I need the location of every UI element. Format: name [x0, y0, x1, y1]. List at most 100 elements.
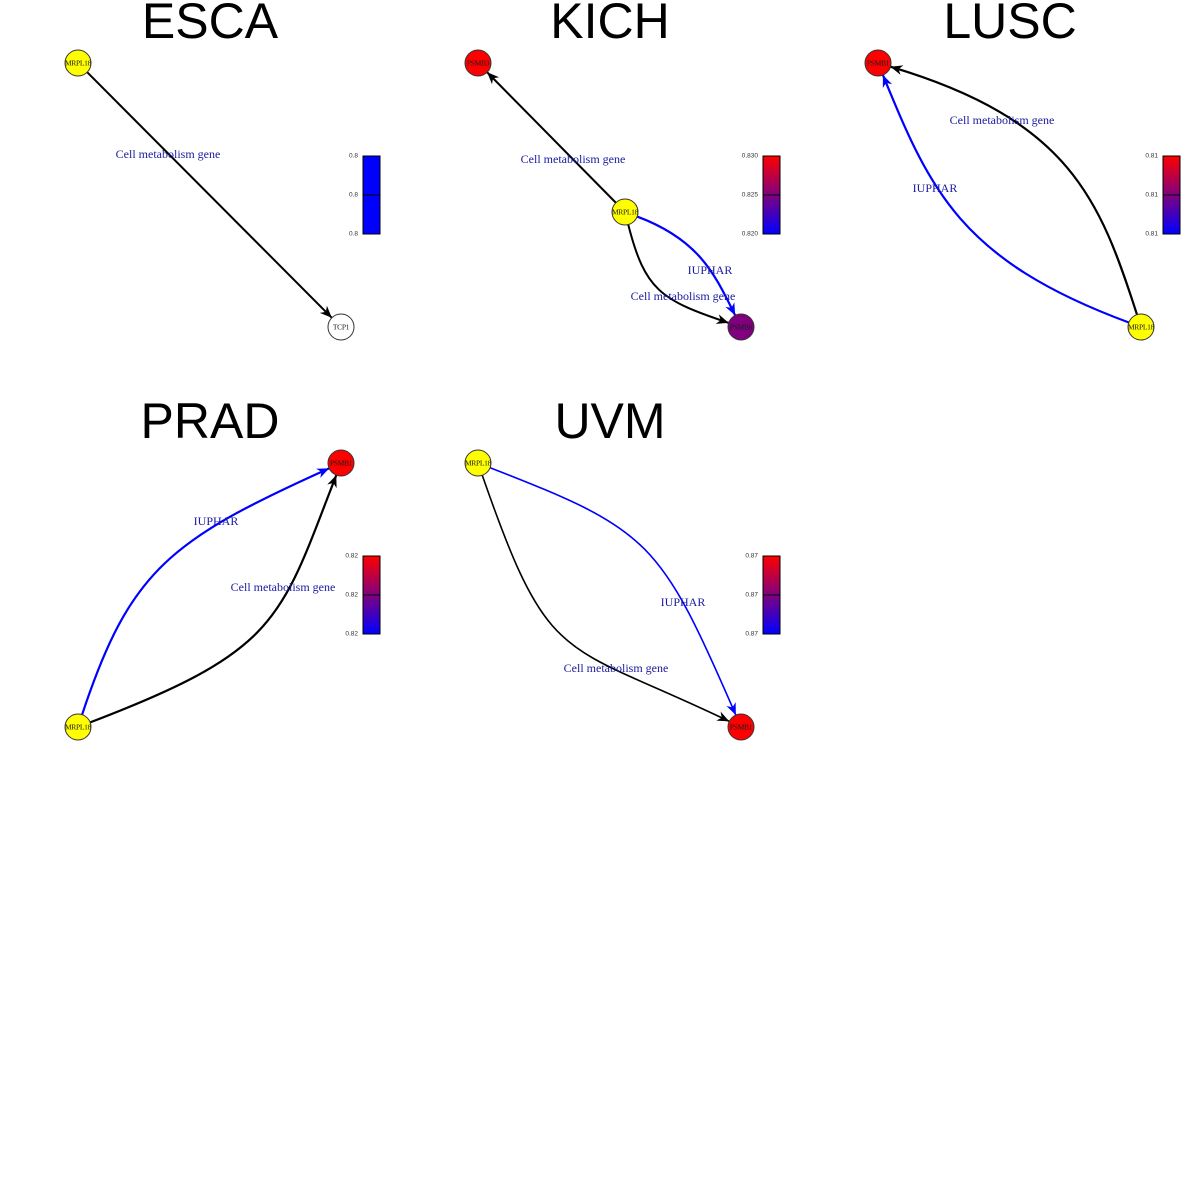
colorbar-tick-label: 0.8 — [349, 153, 358, 160]
arrowhead-icon — [725, 302, 736, 316]
edge-line — [86, 71, 333, 319]
panel-title: LUSC — [943, 0, 1076, 49]
node[interactable]: TCP1 — [327, 313, 355, 341]
panel-lusc: LUSC — [943, 0, 1076, 49]
node-label: PSMB3 — [467, 59, 490, 68]
edge-label: Cell metabolism gene — [231, 580, 336, 594]
colorbar-tick-label: 0.82 — [345, 592, 358, 599]
edge — [481, 475, 730, 723]
panel-esca: ESCA — [142, 0, 279, 49]
colorbars-layer: 0.8 0.8 0.8 0.830 0.825 0.820 0.81 0.81 0.81 0.82… — [345, 153, 1181, 638]
node-circle[interactable] — [464, 449, 492, 477]
colorbar-tick-label: 0.830 — [742, 153, 759, 160]
edge-label: IUPHAR — [194, 514, 239, 528]
arrowhead-icon — [890, 65, 904, 75]
arrowhead-icon — [327, 475, 337, 489]
node-circle[interactable] — [64, 713, 92, 741]
colorbar-tick-label: 0.8 — [349, 231, 358, 238]
edge-line — [81, 467, 330, 716]
node[interactable]: MRPL18 — [64, 713, 92, 741]
node-label: PSMB1 — [867, 59, 890, 68]
edge-line — [489, 466, 737, 716]
arrowhead-icon — [316, 468, 330, 478]
arrowhead-icon — [487, 72, 500, 85]
panel-uvm: UVM — [554, 393, 665, 449]
edge-label: Cell metabolism gene — [950, 113, 1055, 127]
colorbar-tick-label: 0.81 — [1145, 192, 1158, 199]
node-circle[interactable] — [1127, 313, 1155, 341]
arrowhead-icon — [319, 305, 332, 318]
colorbar-legend: 0.8 0.8 0.8 — [349, 153, 381, 238]
node-circle[interactable] — [464, 49, 492, 77]
edge-label: IUPHAR — [688, 263, 733, 277]
arrowhead-icon — [726, 702, 736, 716]
node-circle[interactable] — [327, 313, 355, 341]
edge-line — [89, 474, 338, 724]
edges-layer — [81, 65, 1139, 724]
colorbar-tick-label: 0.87 — [745, 553, 758, 560]
edge-line — [881, 74, 1130, 324]
colorbar-legend: 0.82 0.82 0.82 — [345, 553, 381, 638]
colorbar-tick-label: 0.82 — [345, 553, 358, 560]
arrowhead-icon — [882, 75, 893, 89]
colorbar-tick-label: 0.81 — [1145, 153, 1158, 160]
colorbar-tick-label: 0.87 — [745, 592, 758, 599]
edge — [489, 466, 737, 716]
colorbar-legend: 0.830 0.825 0.820 — [742, 153, 781, 238]
edge — [86, 71, 333, 319]
panel-title: KICH — [550, 0, 669, 49]
colorbar-tick-label: 0.8 — [349, 192, 358, 199]
node[interactable]: MRPL18 — [611, 198, 639, 226]
colorbar-tick-label: 0.820 — [742, 231, 759, 238]
node-circle[interactable] — [611, 198, 639, 226]
node[interactable]: PSMB1 — [727, 713, 755, 741]
node-circle[interactable] — [327, 449, 355, 477]
edge-label: Cell metabolism gene — [521, 152, 626, 166]
colorbar-legend: 0.81 0.81 0.81 — [1145, 153, 1181, 238]
node[interactable]: MRPL18 — [64, 49, 92, 77]
node-circle[interactable] — [864, 49, 892, 77]
edge-label: Cell metabolism gene — [564, 661, 669, 675]
node[interactable]: PSMB6 — [727, 313, 755, 341]
nodes-layer: MRPL18TCP1PSMB3MRPL18PSMB6PSMB1MRPL18PSM… — [64, 49, 1155, 741]
edge-line — [890, 65, 1139, 315]
edge-line — [636, 215, 737, 316]
colorbar-tick-label: 0.81 — [1145, 231, 1158, 238]
panel-title: UVM — [554, 393, 665, 449]
node-circle[interactable] — [727, 313, 755, 341]
node[interactable]: MRPL18 — [1127, 313, 1155, 341]
node-circle[interactable] — [64, 49, 92, 77]
colorbar-tick-label: 0.82 — [345, 631, 358, 638]
edge — [81, 467, 330, 716]
node[interactable]: MRPL18 — [464, 449, 492, 477]
arrowhead-icon — [716, 711, 730, 722]
edge-label: Cell metabolism gene — [631, 289, 736, 303]
edge-line — [627, 224, 729, 324]
edge — [627, 224, 729, 324]
node-label: MRPL18 — [612, 208, 639, 217]
edge — [636, 215, 737, 316]
panel-kich: KICH — [550, 0, 669, 49]
node-circle[interactable] — [727, 713, 755, 741]
node[interactable]: PSMB3 — [464, 49, 492, 77]
node[interactable]: PSMB1 — [864, 49, 892, 77]
colorbar-tick-label: 0.825 — [742, 192, 759, 199]
edge-line — [486, 71, 617, 204]
arrowhead-icon — [715, 314, 729, 324]
node[interactable]: PSMB1 — [327, 449, 355, 477]
panel-prad: PRAD — [141, 393, 280, 449]
node-label: MRPL18 — [465, 459, 492, 468]
edge — [89, 474, 338, 724]
node-label: TCP1 — [333, 323, 350, 332]
node-label: MRPL18 — [65, 723, 92, 732]
edge — [890, 65, 1139, 315]
panel-title: ESCA — [142, 0, 279, 49]
colorbar-legend: 0.87 0.87 0.87 — [745, 553, 781, 638]
node-label: MRPL18 — [1128, 323, 1155, 332]
edge-label: IUPHAR — [913, 181, 958, 195]
colorbar-tick-label: 0.87 — [745, 631, 758, 638]
node-label: PSMB6 — [730, 323, 753, 332]
panel-title: PRAD — [141, 393, 280, 449]
